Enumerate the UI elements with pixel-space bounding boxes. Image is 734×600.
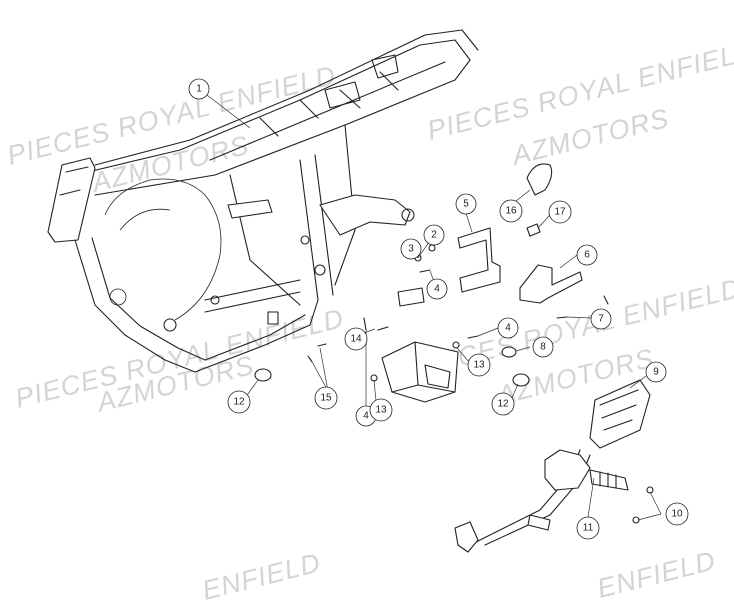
- watermark-layer: PIECES ROYAL ENFIELD AZMOTORS PIECES ROY…: [4, 35, 734, 600]
- callout-label: 13: [375, 405, 387, 416]
- callout-4: 4: [426, 278, 448, 300]
- callout-13: 13: [467, 353, 491, 377]
- callout-label: 4: [505, 323, 511, 334]
- callouts: 1 2 3 4 4 4 5 6 7 8 9 10 11 12 12 13 13 …: [188, 78, 689, 540]
- callout-label: 17: [554, 207, 566, 218]
- callout-14: 14: [344, 327, 368, 351]
- callout-label: 5: [463, 199, 469, 210]
- callout-label: 14: [350, 334, 362, 345]
- parts-drawings: [254, 163, 654, 553]
- callout-8: 8: [532, 336, 554, 358]
- callout-15: 15: [314, 386, 338, 410]
- leader-lines: [206, 94, 662, 521]
- callout-label: 8: [540, 342, 546, 353]
- callout-2: 2: [423, 224, 445, 246]
- callout-6: 6: [576, 244, 598, 266]
- callout-10: 10: [665, 502, 689, 526]
- callout-label: 4: [363, 411, 369, 422]
- callout-13: 13: [369, 398, 393, 422]
- callout-7: 7: [590, 308, 612, 330]
- callout-12: 12: [227, 390, 251, 414]
- callout-12: 12: [491, 392, 515, 416]
- callout-5: 5: [455, 193, 477, 215]
- callout-label: 11: [583, 523, 594, 534]
- callout-11: 11: [576, 516, 600, 540]
- callout-label: 3: [408, 244, 414, 255]
- callout-1: 1: [188, 78, 210, 100]
- callout-label: 15: [320, 393, 332, 404]
- callout-3: 3: [400, 238, 422, 260]
- callout-label: 2: [431, 230, 437, 241]
- callout-4: 4: [497, 317, 519, 339]
- callout-label: 16: [505, 206, 517, 217]
- callout-label: 10: [671, 509, 683, 520]
- callout-label: 13: [473, 360, 485, 371]
- callout-label: 1: [196, 84, 202, 95]
- callout-label: 12: [497, 399, 509, 410]
- callout-label: 4: [434, 284, 440, 295]
- callout-label: 6: [584, 250, 590, 261]
- callout-9: 9: [645, 361, 667, 383]
- frame-drawing: [47, 29, 479, 373]
- callout-16: 16: [499, 199, 523, 223]
- watermark-text: ENFIELD: [199, 547, 324, 600]
- callout-label: 7: [598, 314, 604, 325]
- callout-label: 9: [653, 367, 659, 378]
- callout-label: 12: [233, 397, 245, 408]
- callout-17: 17: [548, 200, 572, 224]
- watermark-text: ENFIELD: [594, 545, 719, 600]
